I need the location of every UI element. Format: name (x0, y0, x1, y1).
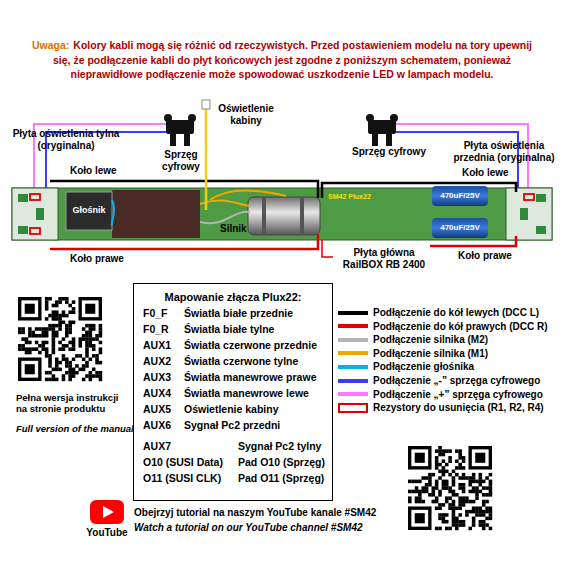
legend-text: Podłączenie silnika (M2) (373, 334, 488, 345)
youtube-logo (90, 500, 124, 524)
decoder-socket (112, 190, 200, 238)
part-label: Silnik (220, 223, 247, 235)
table-cell: Pad O10 (Sprzęg) (238, 456, 325, 468)
legend-row: Podłączenie „-” sprzęga cyfrowego (338, 374, 540, 387)
pin-name: AUX4 (143, 387, 171, 399)
legend-text: Rezystory do usunięcia (R1, R2, R4) (373, 402, 544, 413)
legend-text: Podłączenie silnika (M1) (373, 348, 488, 359)
part-label: Płyta główna RailBOX RB 2400 (336, 247, 432, 270)
capacitor (432, 186, 488, 206)
pin-name: O10 (SUSI Data) (143, 456, 223, 468)
legend-text: Podłączenie do kół lewych (DCC L) (373, 307, 539, 318)
table-heading: Mapowanie złącza Plux22: (134, 291, 332, 303)
part-value: 470uF/25V (432, 191, 488, 200)
note-text: Full version of the manual (16, 424, 134, 435)
pin-name: F0_R (143, 323, 169, 335)
legend-row: Podłączenie do kół lewych (DCC L) (338, 306, 539, 319)
legend-swatch (338, 365, 368, 369)
youtube-play (103, 506, 114, 518)
wire-label: Koło lewe (70, 165, 117, 177)
table-cell: Światła białe tylne (184, 323, 274, 335)
pin-name: F0_F (143, 307, 168, 319)
pin-name: O11 (SUSI CLK) (143, 472, 221, 484)
legend-swatch (338, 379, 368, 383)
legend-swatch (338, 351, 368, 355)
warning-note: Uwaga:Kolory kabli mogą się różnić od rz… (26, 38, 538, 82)
legend-swatch (338, 311, 368, 315)
warning-text: Kolory kabli mogą się różnić od rzeczywi… (53, 39, 532, 80)
cabin-light-wire (205, 108, 208, 210)
coupler-symbol (164, 114, 398, 146)
table-cell: Sygnał Pc2 tylny (238, 440, 321, 452)
table-cell: Oświetlenie kabiny (184, 403, 279, 415)
pin-name: AUX7 (143, 440, 171, 452)
warning-heading: Uwaga: (32, 39, 69, 51)
legend-row: Podłączenie „+” sprzęga cyfrowego (338, 388, 543, 401)
wheel-wires (50, 181, 516, 249)
legend-swatch (338, 392, 368, 396)
table-cell: Światła manewrowe lewe (184, 387, 309, 399)
legend-text: Podłączenie „-” sprzęga cyfrowego (373, 375, 540, 386)
table-cell: Światła czerwone przednie (184, 339, 317, 351)
part-label: Sprzęg cyfrowy (351, 146, 427, 158)
resistor-swatch (338, 403, 368, 413)
leader-line (322, 240, 333, 257)
table-cell: Światła białe przednie (184, 307, 293, 319)
legend-swatch (338, 338, 368, 342)
pcb-print: SM42 Plux22 (328, 193, 371, 201)
table-cell: Światła manewrowe prawe (184, 371, 316, 383)
rear-light-board (12, 188, 58, 240)
legend-text: Podłączenie „+” sprzęga cyfrowego (373, 389, 543, 400)
speaker (66, 192, 112, 230)
pin-name: AUX6 (143, 419, 171, 431)
pin-name: AUX5 (143, 403, 171, 415)
cabin-light-plug (202, 100, 210, 109)
legend-row: Podłączenie głośnika (338, 360, 474, 373)
part-label: Sprzęg cyfrowy (146, 149, 216, 172)
main-board (12, 188, 552, 240)
wire-label: Koło lewe (462, 167, 509, 179)
wire-label: Koło prawe (458, 250, 512, 262)
legend-row: Podłączenie silnika (M2) (338, 333, 488, 346)
capacitor (432, 218, 488, 238)
legend-text: Podłączenie do kół prawych (DCC R) (373, 321, 547, 332)
note-text: Obejrzyj tutorial na naszym YouTube kana… (134, 507, 376, 519)
pin-name: AUX1 (143, 339, 171, 351)
legend-row: Podłączenie silnika (M1) (338, 347, 488, 360)
note-text: Watch a tutorial on our YouTube channel … (134, 522, 363, 534)
note-text: Pełna wersja instrukcji na stronie produ… (16, 393, 128, 415)
motor (248, 197, 320, 235)
part-label: Płyta oświetlenia przednia (oryginalna) (448, 140, 560, 163)
qr-code (18, 297, 102, 381)
table-cell: Sygnał Pc2 przedni (184, 419, 280, 431)
pin-name: AUX3 (143, 371, 171, 383)
part-label: Płyta oświetlenia tylna (oryginalna) (12, 128, 120, 151)
legend-row: Rezystory do usunięcia (R1, R2, R4) (338, 401, 544, 414)
motor-wires (112, 191, 286, 227)
legend-row: Podłączenie do kół prawych (DCC R) (338, 320, 547, 333)
qr-code (408, 446, 492, 530)
wire-label: Koło prawe (70, 253, 124, 265)
logo-text: YouTube (84, 527, 130, 539)
part-value: 470uF/25V (432, 223, 488, 232)
legend-text: Podłączenie głośnika (373, 361, 474, 372)
table-cell: Pad O11 (Sprzęg) (238, 472, 324, 484)
part-label: Głośnik (66, 205, 112, 215)
pin-name: AUX2 (143, 355, 171, 367)
front-light-board (506, 188, 552, 240)
part-label: Oświetlenie kabiny (213, 103, 279, 126)
table-cell: Światła czerwone tylne (184, 355, 298, 367)
legend-swatch (338, 324, 368, 328)
